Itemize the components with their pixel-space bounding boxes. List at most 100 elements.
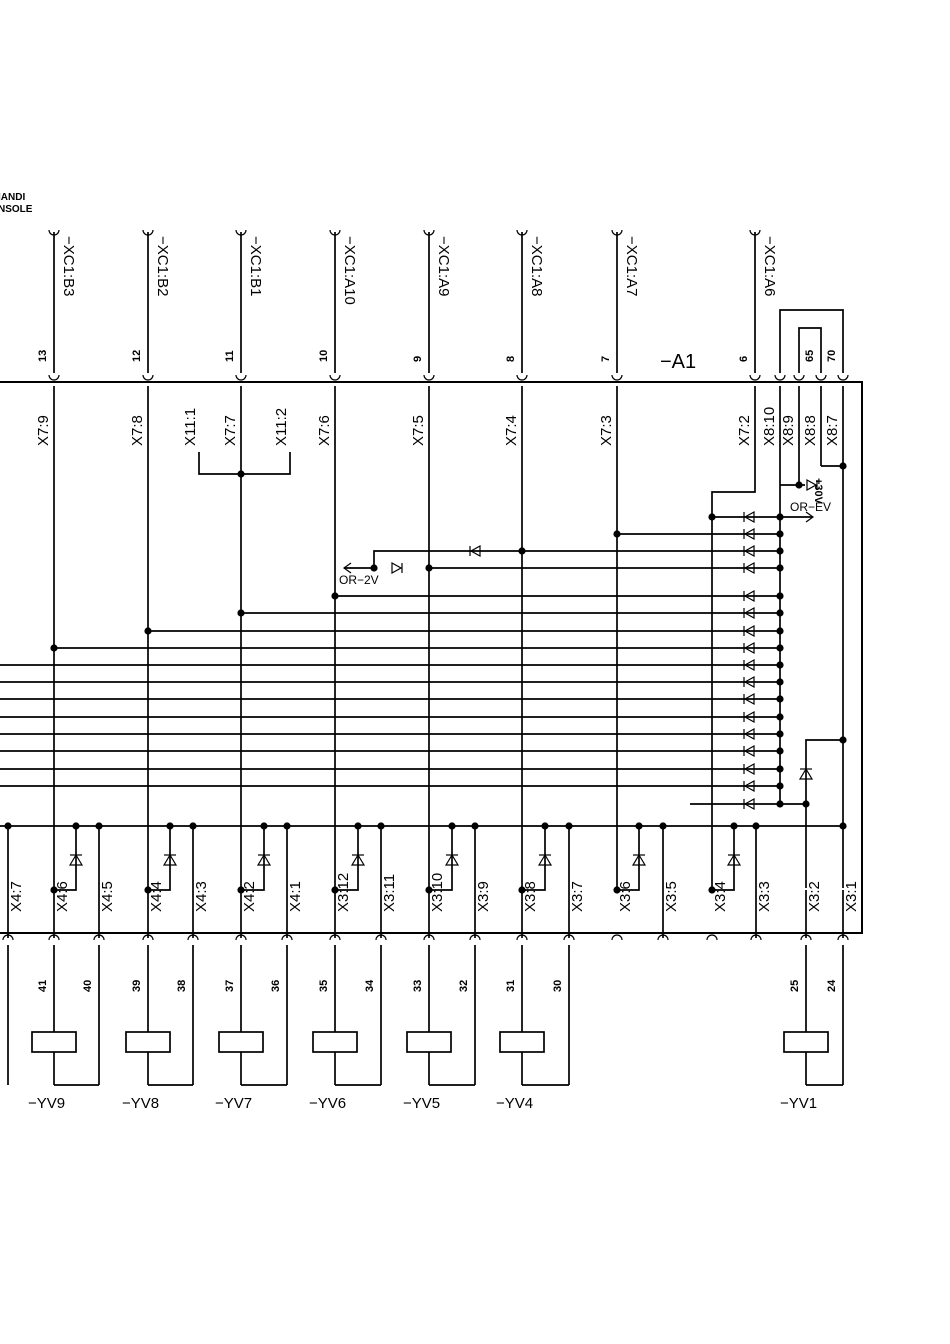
- bottom-terminal-X3-7: X3:7: [563, 881, 586, 941]
- bottom-terminal-X4-3: X4:3: [187, 881, 210, 941]
- matrix-row-tap: [425, 564, 433, 572]
- matrix-diode: [743, 641, 755, 655]
- or-2v-diode-upper: [469, 544, 481, 558]
- or-2v-label: OR−2V: [339, 573, 379, 587]
- connector-cup-pin: [516, 374, 528, 381]
- diode-triangle: [743, 527, 755, 541]
- matrix-diode: [743, 692, 755, 706]
- bottom-terminal-label: X4:7: [8, 881, 25, 912]
- freewheel-branch: [237, 822, 272, 894]
- matrix-row-10: [0, 675, 784, 689]
- matrix-bus-dot: [776, 592, 784, 600]
- pin-number: 13: [37, 350, 49, 362]
- bottom-terminal-X3-9: X3:9: [469, 881, 492, 941]
- matrix-diode: [743, 727, 755, 741]
- diode-triangle: [391, 561, 403, 575]
- diode-triangle: [68, 853, 84, 866]
- matrix-row-4: [425, 561, 784, 575]
- matrix-row-16: [0, 779, 784, 793]
- matrix-diode: [743, 710, 755, 724]
- bottom-terminal-X3-4: X3:4: [706, 881, 729, 941]
- diode-triangle: [743, 692, 755, 706]
- connector-label: −XC1:B2: [154, 236, 171, 296]
- diode-triangle: [743, 606, 755, 620]
- diode-triangle: [743, 779, 755, 793]
- connector-cup-pin: [749, 374, 761, 381]
- matrix-diode: [743, 658, 755, 672]
- bottom-terminal-label: X3:7: [569, 881, 586, 912]
- coil-pin-a: 41: [37, 980, 49, 992]
- module-a1-frame: [0, 381, 863, 934]
- freewheel-diode: [631, 853, 647, 866]
- coil-pin-b: 32: [458, 980, 470, 992]
- bottom-terminal-label: X3:10: [429, 873, 446, 912]
- top-connector-columns: −XC1:B313X7:9−XC1:B212X7:8−XC1:B111X7:7−…: [35, 229, 778, 890]
- connector-cup-pin: [235, 374, 247, 381]
- coil-symbol: [31, 1031, 77, 1053]
- bottom-terminal-label: X3:3: [756, 881, 773, 912]
- bottom-terminal-label: X3:4: [712, 881, 729, 912]
- bottom-terminal-label: X3:6: [617, 881, 634, 912]
- freewheel-wire: [617, 826, 640, 891]
- diode-triangle: [798, 767, 814, 780]
- junction-dot: [795, 481, 803, 489]
- matrix-row-8: [50, 641, 784, 655]
- x8-terminal-label: X8:9: [780, 415, 797, 446]
- matrix-row-tap: [50, 644, 58, 652]
- matrix-row-5: [331, 589, 784, 603]
- output-dot: [613, 886, 621, 894]
- connector-label: −XC1:B3: [60, 236, 77, 296]
- junction-dot: [237, 470, 245, 478]
- matrix-row-17: [690, 797, 784, 811]
- x8-connector-cup: [837, 374, 849, 381]
- supply-diode: [806, 478, 818, 492]
- connector-label: −XC1:A6: [761, 236, 778, 296]
- freewheel-diode: [162, 853, 178, 866]
- matrix-row-2: [613, 527, 784, 541]
- pin-number: 6: [738, 356, 750, 362]
- bottom-terminal-X4-7: X4:7: [2, 881, 25, 941]
- matrix-diode: [743, 624, 755, 638]
- matrix-bus-dot: [776, 547, 784, 555]
- bottom-terminal-label: X4:4: [148, 881, 165, 912]
- bottom-terminal-label: X4:1: [287, 881, 304, 912]
- matrix-row-15: [0, 762, 784, 776]
- freewheel-diode: [726, 853, 742, 866]
- connector-label: −XC1:B1: [247, 236, 264, 296]
- coil-pin-a: 25: [789, 980, 801, 992]
- valve-label: −YV7: [215, 1095, 252, 1112]
- pin-number: 8: [505, 356, 517, 362]
- coil-symbol: [218, 1031, 264, 1053]
- matrix-row-9: [0, 658, 784, 672]
- x8-connector-cup: [815, 374, 827, 381]
- bottom-terminal-X3-5: X3:5: [657, 881, 680, 941]
- matrix-bus-dot: [776, 730, 784, 738]
- coil-pin-a: 33: [412, 980, 424, 992]
- or-2v-branch: [342, 544, 522, 575]
- matrix-row-tap: [237, 609, 245, 617]
- freewheel-wire: [522, 826, 546, 891]
- connector-label: −XC1:A10: [341, 236, 358, 305]
- diode-triangle: [743, 544, 755, 558]
- bottom-terminal-label: X3:9: [475, 881, 492, 912]
- diode-triangle: [743, 510, 755, 524]
- x3-2-diode: [798, 767, 814, 780]
- matrix-bus-dot: [776, 713, 784, 721]
- matrix-bus-dot: [776, 564, 784, 572]
- pin-number: 12: [131, 350, 143, 362]
- matrix-diode: [743, 527, 755, 541]
- matrix-row-tap: [144, 627, 152, 635]
- pin-number: 11: [224, 350, 236, 362]
- x8-pin-70: 70: [826, 350, 838, 362]
- diode-triangle: [469, 544, 481, 558]
- connector-cup-pin: [142, 374, 154, 381]
- valve-label: −YV9: [28, 1095, 65, 1112]
